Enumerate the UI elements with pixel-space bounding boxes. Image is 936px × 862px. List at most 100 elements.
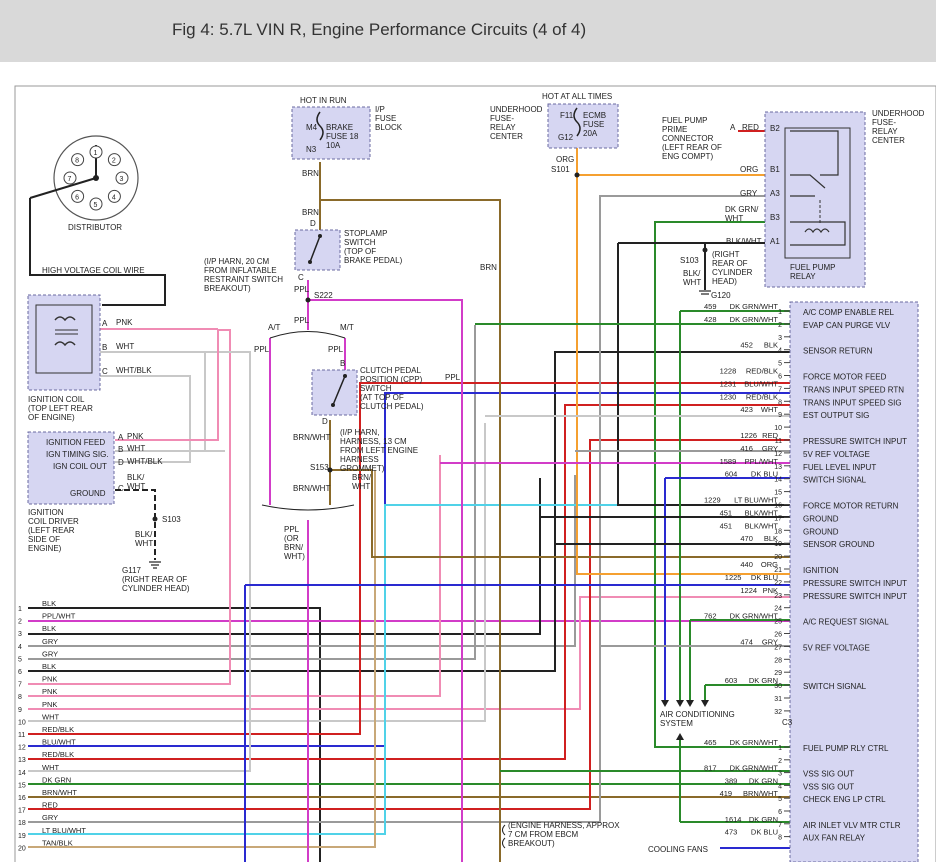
pcm-c3-pin-function: AUX FAN RELAY [803, 834, 866, 843]
pcm-pin-color: RED/BLK [746, 367, 778, 376]
wire-left-4-gry [28, 475, 576, 647]
pcm-c3-label: C3 [782, 718, 793, 727]
pcm-pin-circuit: 1225 [725, 573, 742, 582]
icd-blkwht-label: BLK/WHT [135, 530, 153, 548]
at-mt-merge [261, 504, 355, 511]
pcm-pin-number: 3 [778, 335, 782, 342]
left-connector-pin-number: 16 [18, 795, 26, 802]
pcm-pin-number: 19 [774, 541, 782, 548]
pcm-c3-pin-circuit: 389 [725, 776, 738, 785]
s103-upper-splice [702, 247, 708, 253]
coil-wire-c: WHT/BLK [116, 366, 152, 375]
left-connector-wire-color: TAN/BLK [42, 838, 73, 847]
pcm-c3-pin-color: DK GRN [749, 776, 778, 785]
pcm-pin-number: 12 [774, 451, 782, 458]
pcm-pin-circuit: 1589 [720, 457, 737, 466]
g120-ground-icon [699, 290, 711, 295]
pcm-pin-number: 1 [778, 309, 782, 316]
pcm-pin-circuit: 604 [725, 470, 738, 479]
cpp-switch [311, 369, 358, 416]
ignition-coil-driver: IGNITION FEED IGN TIMING SIG. IGN COIL O… [27, 431, 163, 505]
wire-icd-c-blkwht [115, 489, 156, 560]
pcm-c3-pin-circuit: 1614 [725, 815, 742, 824]
left-connector-pin-number: 19 [18, 833, 26, 840]
pcm-pin-function: SWITCH SIGNAL [803, 476, 867, 485]
wire-left-9-pnk [28, 596, 790, 710]
pcm-c3-pin-circuit: 817 [704, 764, 717, 773]
icd-wire-d: WHT/BLK [127, 457, 163, 466]
pcm-c3-pin-function: CHECK ENG LP CTRL [803, 795, 886, 804]
left-connector-pin-number: 4 [18, 644, 22, 651]
distributor-label: DISTRIBUTOR [68, 223, 122, 232]
brnwht-label-3: BRN/WHT [352, 473, 372, 491]
pcm-pin-color: GRY [762, 444, 778, 453]
left-connector-pin-number: 10 [18, 719, 26, 726]
g120-label: G120 [711, 291, 731, 300]
pcm-pin-function: FUEL LEVEL INPUT [803, 463, 876, 472]
wire-left-14-wht [28, 351, 251, 772]
left-connector-pin-number: 15 [18, 782, 26, 789]
diagram-frame [14, 85, 936, 862]
relay-pin-a1: A1 [770, 237, 780, 246]
distributor-pin-number: 1 [94, 150, 98, 157]
left-connector-pin-number: 17 [18, 808, 26, 815]
left-connector-pin-number: 5 [18, 656, 22, 663]
distributor-pin-number: 8 [75, 158, 79, 165]
pcm-pin-function: PRESSURE SWITCH INPUT [803, 437, 907, 446]
pcm-pin-circuit: 762 [704, 612, 717, 621]
stoplamp-switch [294, 229, 341, 271]
pcm-pin-function: A/C COMP ENABLE REL [803, 308, 895, 317]
left-connector-pin-number: 3 [18, 631, 22, 638]
pcm-pin-circuit: 1224 [740, 586, 757, 595]
distributor-pin [71, 189, 85, 203]
ppl-label-1: PPL [294, 285, 310, 294]
left-connector-pin-number: 7 [18, 682, 22, 689]
pcm-pin-color: DK BLU [751, 573, 778, 582]
pcm-pin-circuit: 474 [740, 637, 753, 646]
brn-label-1: BRN [302, 169, 319, 178]
pcm-pin-circuit: 1228 [720, 367, 737, 376]
pcm-pin-number: 18 [774, 528, 782, 535]
pcm-pin-circuit: 1229 [704, 496, 721, 505]
wire-coil-b-wht [100, 351, 206, 450]
stoplamp-pin-c: C [298, 273, 304, 282]
pcm-pin-number: 30 [774, 683, 782, 690]
icd-ground-label: GROUND [70, 489, 106, 498]
pcm-pin-color: PPL/WHT [745, 457, 779, 466]
pcm-pin-circuit: 1230 [720, 392, 737, 401]
left-connector-wire-color: GRY [42, 813, 58, 822]
pcm-c3-pin-function: FUEL PUMP RLY CTRL [803, 744, 889, 753]
pcm-pin-number: 26 [774, 632, 782, 639]
figure-header: Fig 4: 5.7L VIN R, Engine Performance Ci… [0, 0, 936, 62]
page-title: Fig 4: 5.7L VIN R, Engine Performance Ci… [172, 20, 587, 39]
s153-splice [327, 467, 333, 473]
left-connector-wire-color: PNK [42, 675, 57, 684]
pcm-pin-circuit: 470 [740, 534, 753, 543]
pcm-pin-color: RED/BLK [746, 392, 778, 401]
ac-arrows [661, 700, 709, 740]
left-connector-wire-color: RED/BLK [42, 725, 74, 734]
relay-pin-b2: B2 [770, 124, 780, 133]
pcm-pin-color: BLK [764, 534, 778, 543]
at-label: A/T [268, 323, 281, 332]
pcm-module [789, 301, 919, 862]
left-connector-pin-number: 6 [18, 669, 22, 676]
distributor-pin-number: 7 [68, 176, 72, 183]
hot-in-run-label: HOT IN RUN [300, 96, 347, 105]
org-label: ORG [556, 155, 574, 164]
icd-timing-label: IGN TIMING SIG. [46, 450, 109, 459]
wire-left-7-pnk [28, 329, 231, 685]
pcm-pin-function: PRESSURE SWITCH INPUT [803, 592, 907, 601]
coil-pin-a: A [102, 319, 108, 328]
pcm-c3-pin-function: VSS SIG OUT [803, 770, 854, 779]
s103-lower-label: S103 [162, 515, 181, 524]
fuse-m4: M4 [306, 123, 318, 132]
wire-coil-c-whtblk [100, 375, 191, 463]
pcm-c3-pin-number: 7 [778, 822, 782, 829]
wire-blkwht-left [617, 243, 790, 506]
